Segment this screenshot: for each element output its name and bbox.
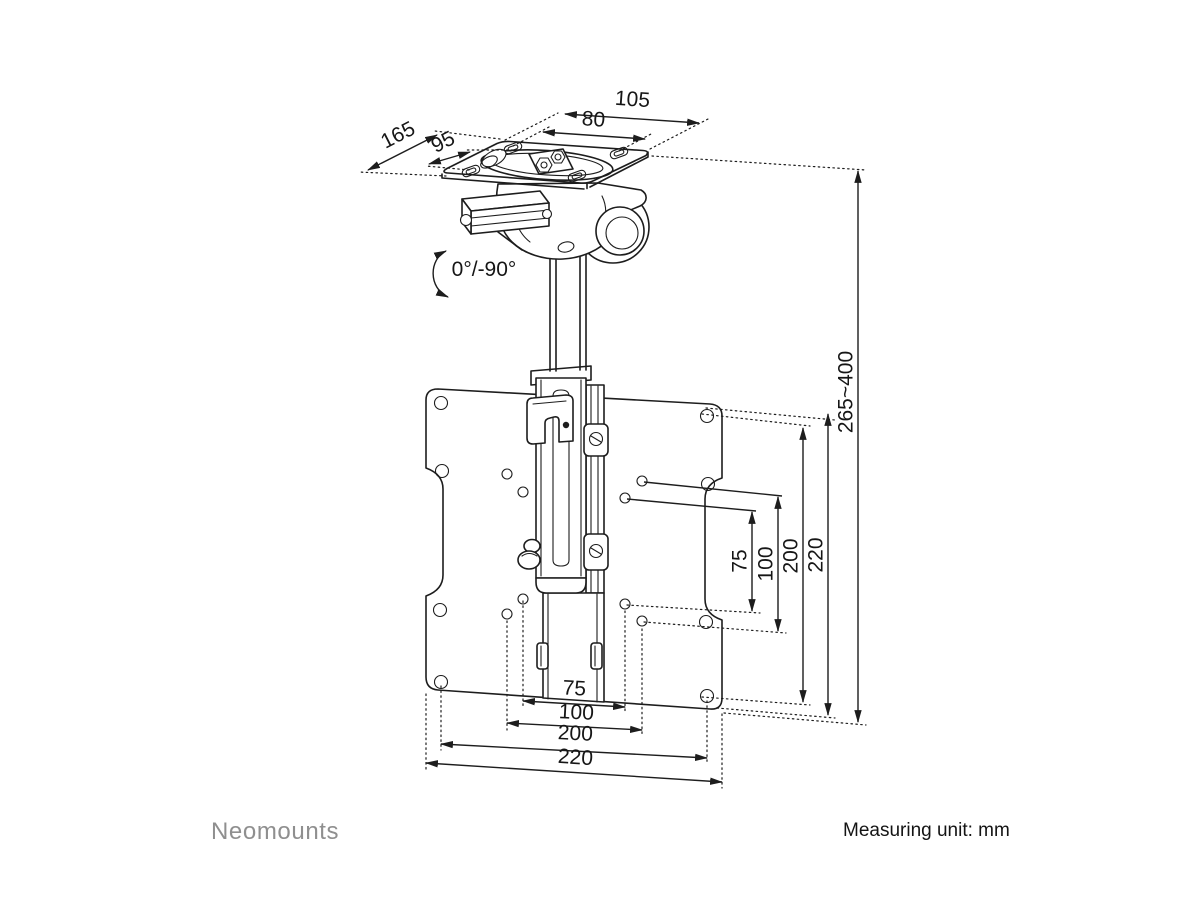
channel-bolt xyxy=(459,213,473,227)
dim-vesa-v100: 100 xyxy=(643,481,787,634)
dim-height-adjust: 265~400 xyxy=(651,155,867,726)
dim-vesa-h100: 100 xyxy=(505,620,644,737)
swivel-collar xyxy=(481,148,507,168)
pivot-ring-inner xyxy=(605,216,639,250)
vesa-hole xyxy=(619,492,631,504)
dim-label-v200: 200 xyxy=(780,538,803,573)
vesa-hole xyxy=(517,593,529,605)
vesa-hole xyxy=(700,476,716,492)
dim-ceiling-slot-width: 80 xyxy=(512,107,652,152)
vesa-hole xyxy=(433,674,449,690)
dim-vesa-v220: 220 xyxy=(705,407,836,719)
brand-logo: Neomounts xyxy=(211,818,340,845)
dim-label-95: 95 xyxy=(427,127,458,158)
dim-label-80: 80 xyxy=(581,107,606,132)
dim-vesa-v75: 75 xyxy=(626,498,761,614)
vesa-hole xyxy=(433,395,449,411)
vesa-hole xyxy=(432,602,448,618)
dim-label-v220: 220 xyxy=(805,537,828,572)
dim-label-height: 265~400 xyxy=(835,351,858,433)
dim-vesa-h200: 200 xyxy=(439,685,709,765)
dim-label-h200: 200 xyxy=(557,721,593,746)
dim-label-h220: 220 xyxy=(557,745,594,770)
hinge-slot xyxy=(557,241,575,253)
tube-end-cap xyxy=(535,577,587,594)
hook-clamp xyxy=(526,394,574,445)
vesa-hole xyxy=(619,598,631,610)
vesa-hole xyxy=(517,486,529,498)
dim-label-v100: 100 xyxy=(755,546,778,581)
dim-vesa-v200: 200 xyxy=(701,413,811,706)
column-neck xyxy=(549,250,587,372)
ceiling-plate-thickness xyxy=(441,151,649,190)
vesa-hole xyxy=(636,475,648,487)
measuring-unit-label: Measuring unit: mm xyxy=(843,820,1010,841)
vesa-hole xyxy=(434,463,450,479)
dim-label-v75: 75 xyxy=(729,549,752,572)
vesa-holes xyxy=(432,395,716,704)
mount-illustration xyxy=(425,140,723,710)
hook-bolt xyxy=(562,421,570,429)
dim-vesa-h75: 75 xyxy=(521,600,627,714)
channel-bolt xyxy=(541,208,553,220)
pivot-ring xyxy=(595,206,645,256)
vesa-hole xyxy=(699,408,715,424)
dim-label-h100: 100 xyxy=(558,700,594,725)
rotation-arrow xyxy=(432,250,449,298)
hub-bolts xyxy=(535,150,566,173)
slider-brackets xyxy=(583,423,609,571)
dim-label-h75: 75 xyxy=(562,676,587,700)
vesa-hole xyxy=(501,608,513,620)
hinge-assembly xyxy=(459,182,650,264)
column-arm xyxy=(517,365,592,594)
rail-bottom-tab xyxy=(590,642,603,670)
ceiling-plate xyxy=(441,140,649,190)
tilt-range-label: 0°/-90° xyxy=(452,258,517,281)
dim-label-105: 105 xyxy=(614,87,651,112)
rotation-annotation: 0°/-90° xyxy=(432,250,517,298)
swivel-hub xyxy=(528,148,574,175)
dim-ceiling-width: 105 xyxy=(504,87,711,150)
rail-bottom-tab xyxy=(536,642,549,670)
dim-vesa-h220: 220 xyxy=(424,693,724,789)
vesa-hole xyxy=(698,614,714,630)
vesa-hole xyxy=(501,468,513,480)
vesa-hole xyxy=(636,615,648,627)
